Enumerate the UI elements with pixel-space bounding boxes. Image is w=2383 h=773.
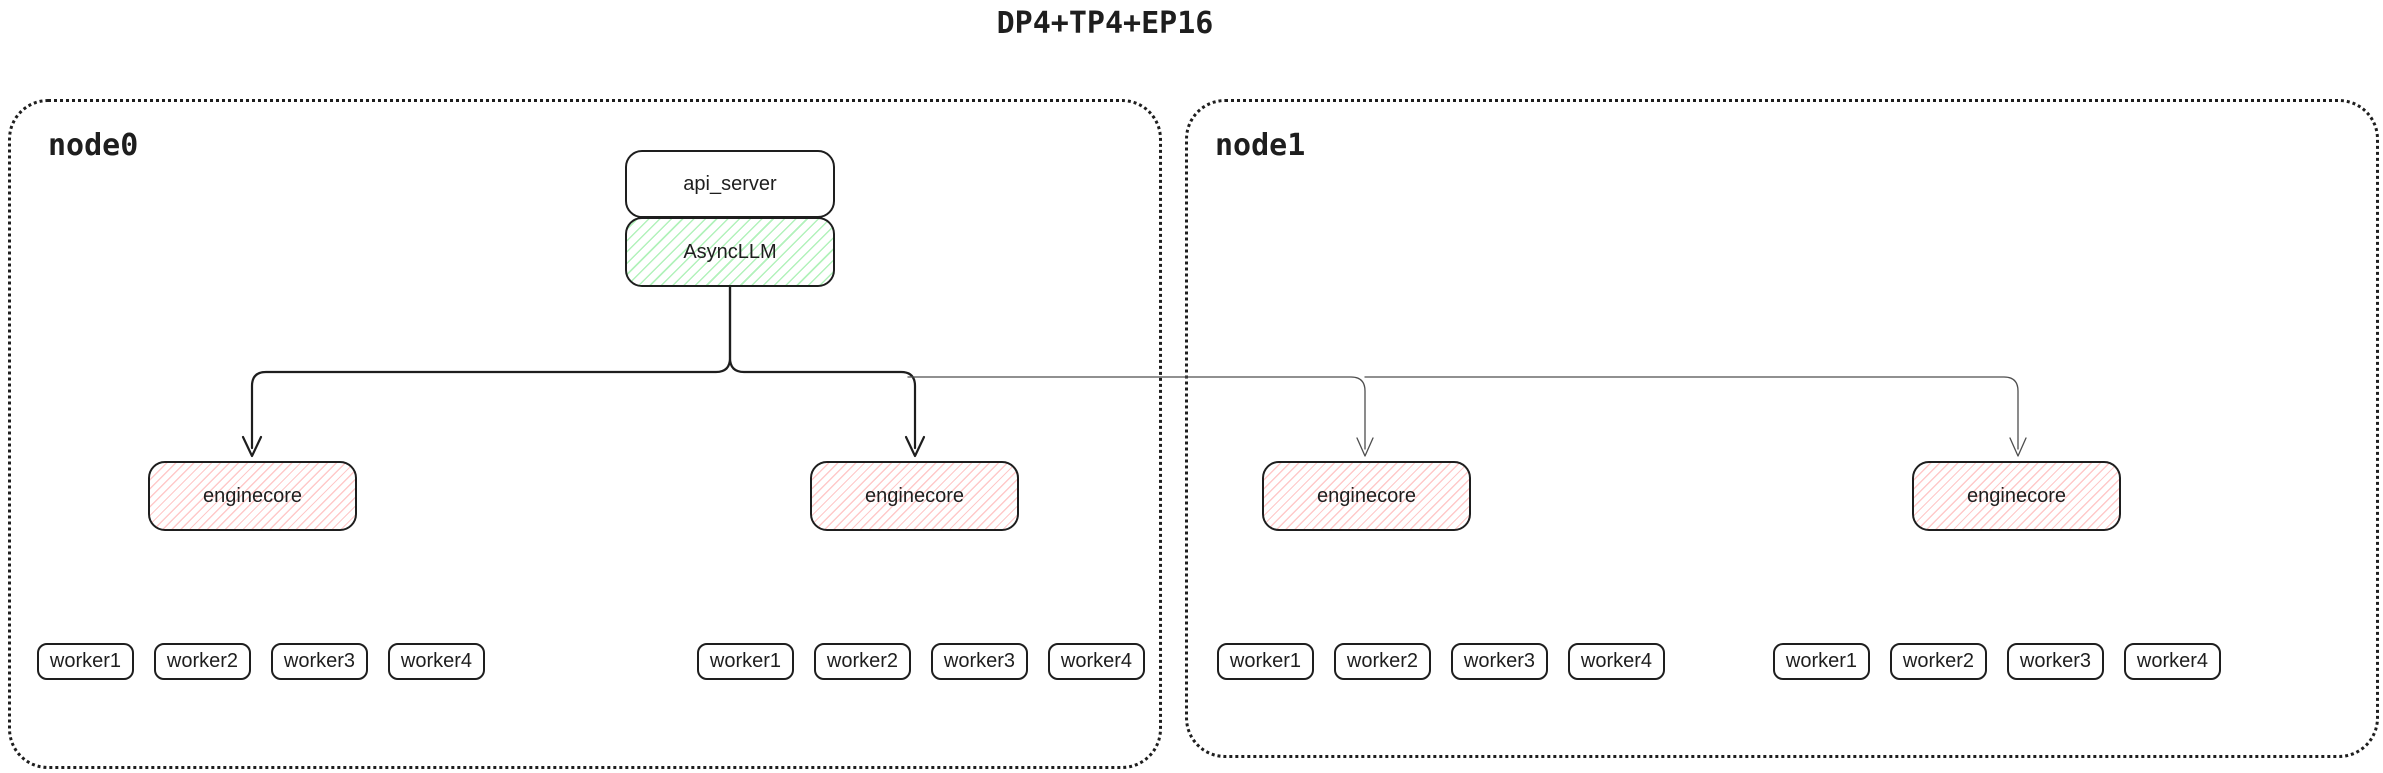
node1-label: node1 <box>1215 128 1306 163</box>
worker-box: worker1 <box>1773 643 1870 680</box>
asyncllm-box: AsyncLLM <box>625 217 835 287</box>
worker-box: worker4 <box>1048 643 1145 680</box>
worker-box: worker1 <box>1217 643 1314 680</box>
enginecore-box-node0-1: enginecore <box>148 461 357 531</box>
worker-row-node1-2: worker1 worker2 worker3 worker4 <box>1773 643 2221 680</box>
worker-box: worker2 <box>1334 643 1431 680</box>
worker-box: worker1 <box>697 643 794 680</box>
worker-box: worker3 <box>1451 643 1548 680</box>
worker-box: worker4 <box>388 643 485 680</box>
worker-box: worker4 <box>2124 643 2221 680</box>
worker-row-node0-1: worker1 worker2 worker3 worker4 <box>37 643 485 680</box>
worker-row-node1-1: worker1 worker2 worker3 worker4 <box>1217 643 1665 680</box>
worker-box: worker3 <box>931 643 1028 680</box>
api-server-box: api_server <box>625 150 835 218</box>
worker-box: worker2 <box>1890 643 1987 680</box>
worker-box: worker1 <box>37 643 134 680</box>
worker-box: worker4 <box>1568 643 1665 680</box>
enginecore-box-node1-2: enginecore <box>1912 461 2121 531</box>
worker-box: worker2 <box>154 643 251 680</box>
worker-box: worker2 <box>814 643 911 680</box>
node0-label: node0 <box>48 128 139 163</box>
enginecore-box-node1-1: enginecore <box>1262 461 1471 531</box>
worker-row-node0-2: worker1 worker2 worker3 worker4 <box>697 643 1145 680</box>
enginecore-box-node0-2: enginecore <box>810 461 1019 531</box>
worker-box: worker3 <box>2007 643 2104 680</box>
diagram-title: DP4+TP4+EP16 <box>996 6 1214 41</box>
worker-box: worker3 <box>271 643 368 680</box>
